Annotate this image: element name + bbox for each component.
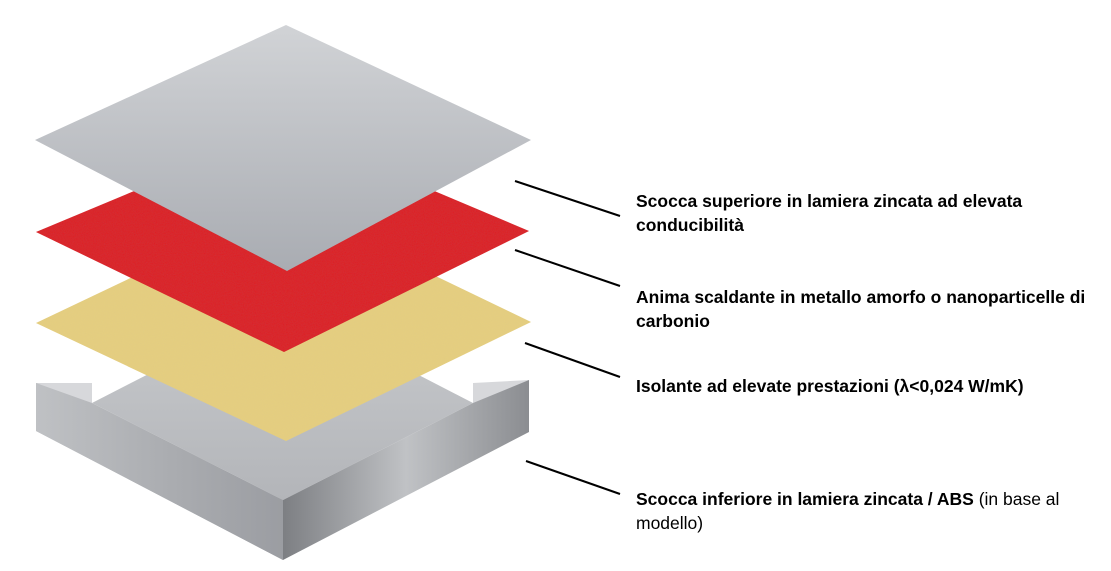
label-heating-core: Anima scaldante in metallo amorfo o nano… [636, 285, 1106, 333]
label-bottom-shell: Scocca inferiore in lamiera zincata / AB… [636, 487, 1106, 535]
top-shell-layer [35, 25, 531, 271]
label-top-shell: Scocca superiore in lamiera zincata ad e… [636, 189, 1106, 237]
label-top-shell-text: Scocca superiore in lamiera zincata ad e… [636, 191, 1023, 235]
label-bottom-shell-extra: (in base al modello) [636, 489, 1060, 533]
leader-line-insulation [524, 342, 621, 378]
leader-line-heating-core [514, 249, 621, 287]
label-heating-core-text: Anima scaldante in metallo amorfo o nano… [636, 287, 1086, 331]
bottom-shell-right-face [283, 380, 529, 560]
label-bottom-shell-text: Scocca inferiore in lamiera zincata / AB… [636, 489, 974, 509]
leader-line-top-shell [514, 180, 621, 217]
label-insulation-text: Isolante ad elevate prestazioni (λ<0,024… [636, 376, 1024, 396]
label-insulation: Isolante ad elevate prestazioni (λ<0,024… [636, 374, 1106, 398]
bottom-shell-front-face [36, 383, 283, 560]
leader-line-bottom-shell [525, 460, 621, 495]
